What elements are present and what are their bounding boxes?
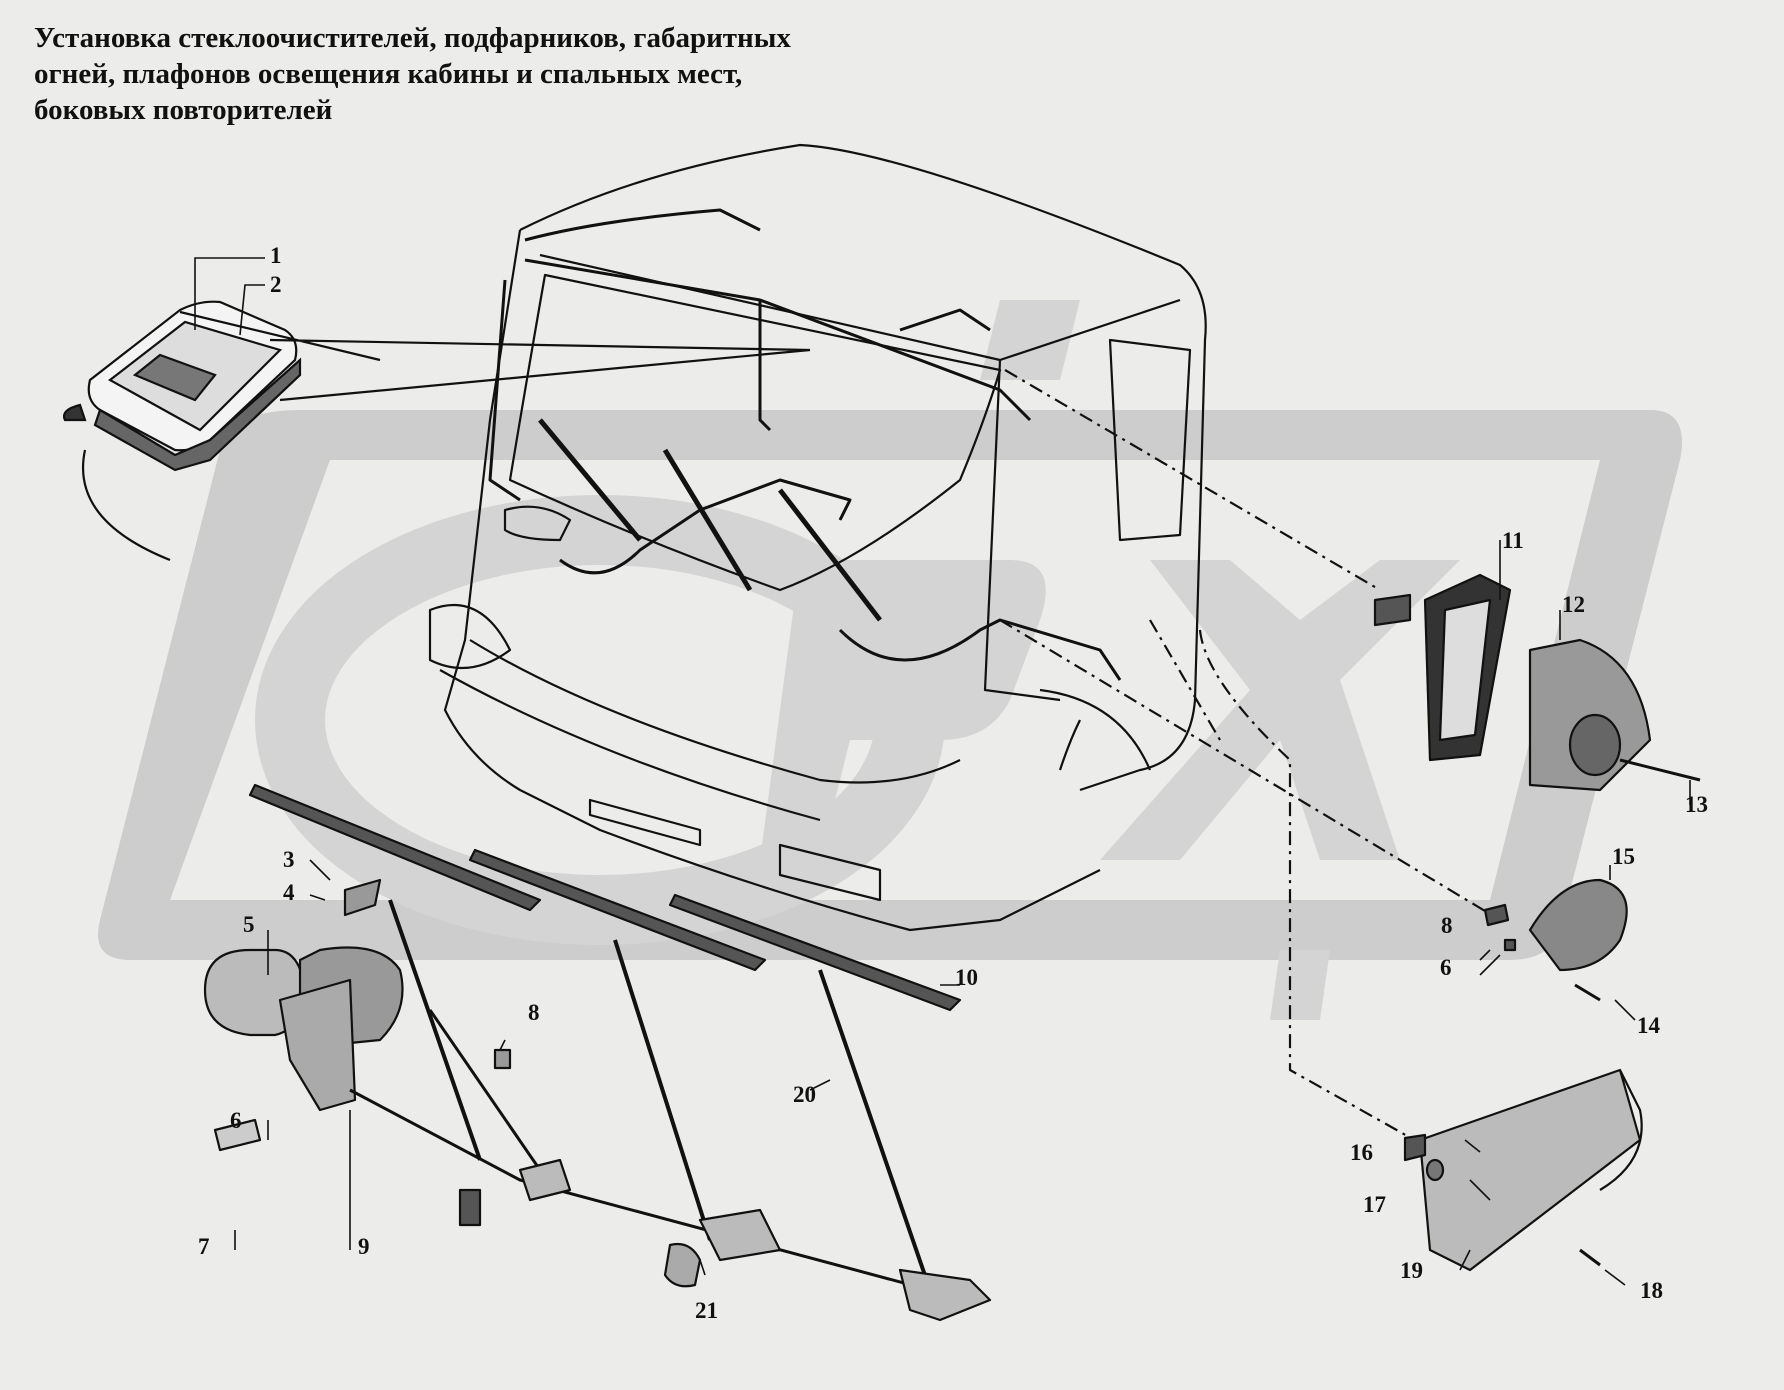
leader-lines — [194, 257, 1691, 1286]
callout-19: 19 — [1400, 1258, 1423, 1283]
callout-4: 4 — [283, 880, 295, 905]
callout-17: 17 — [1363, 1192, 1386, 1217]
callout-3: 3 — [283, 847, 295, 872]
callout-5: 5 — [243, 912, 255, 937]
title-line-1: Установка стеклоочистителей, подфарников… — [34, 22, 791, 54]
callout-6b: 6 — [1440, 955, 1452, 980]
callout-12: 12 — [1562, 592, 1585, 617]
callout-7: 7 — [198, 1234, 210, 1259]
page-title: Установка стеклоочистителей, подфарников… — [34, 20, 934, 128]
callout-labels: 1 2 3 4 5 6 7 8 9 10 11 12 13 15 8 6 14 … — [198, 243, 1708, 1323]
callout-18: 18 — [1640, 1278, 1663, 1303]
title-line-3: боковых повторителей — [34, 94, 333, 126]
callout-14: 14 — [1637, 1013, 1661, 1038]
callout-6a: 6 — [230, 1108, 242, 1133]
callout-20: 20 — [793, 1082, 816, 1107]
callout-8a: 8 — [528, 1000, 540, 1025]
callout-10: 10 — [955, 965, 978, 990]
callout-9: 9 — [358, 1234, 370, 1259]
truck-cab — [428, 143, 1501, 1161]
callout-1: 1 — [270, 243, 282, 268]
title-line-2: огней, плафонов освещения кабины и спаль… — [34, 58, 743, 90]
wiper-assembly — [203, 783, 992, 1322]
callout-16: 16 — [1350, 1140, 1373, 1165]
callout-15: 15 — [1612, 844, 1635, 869]
marker-lamps — [1373, 573, 1701, 1272]
callout-21: 21 — [695, 1298, 718, 1323]
callout-2: 2 — [270, 272, 282, 297]
callout-8b: 8 — [1441, 913, 1453, 938]
callout-11: 11 — [1502, 528, 1524, 553]
callout-13: 13 — [1685, 792, 1708, 817]
interior-lamp — [62, 300, 811, 562]
